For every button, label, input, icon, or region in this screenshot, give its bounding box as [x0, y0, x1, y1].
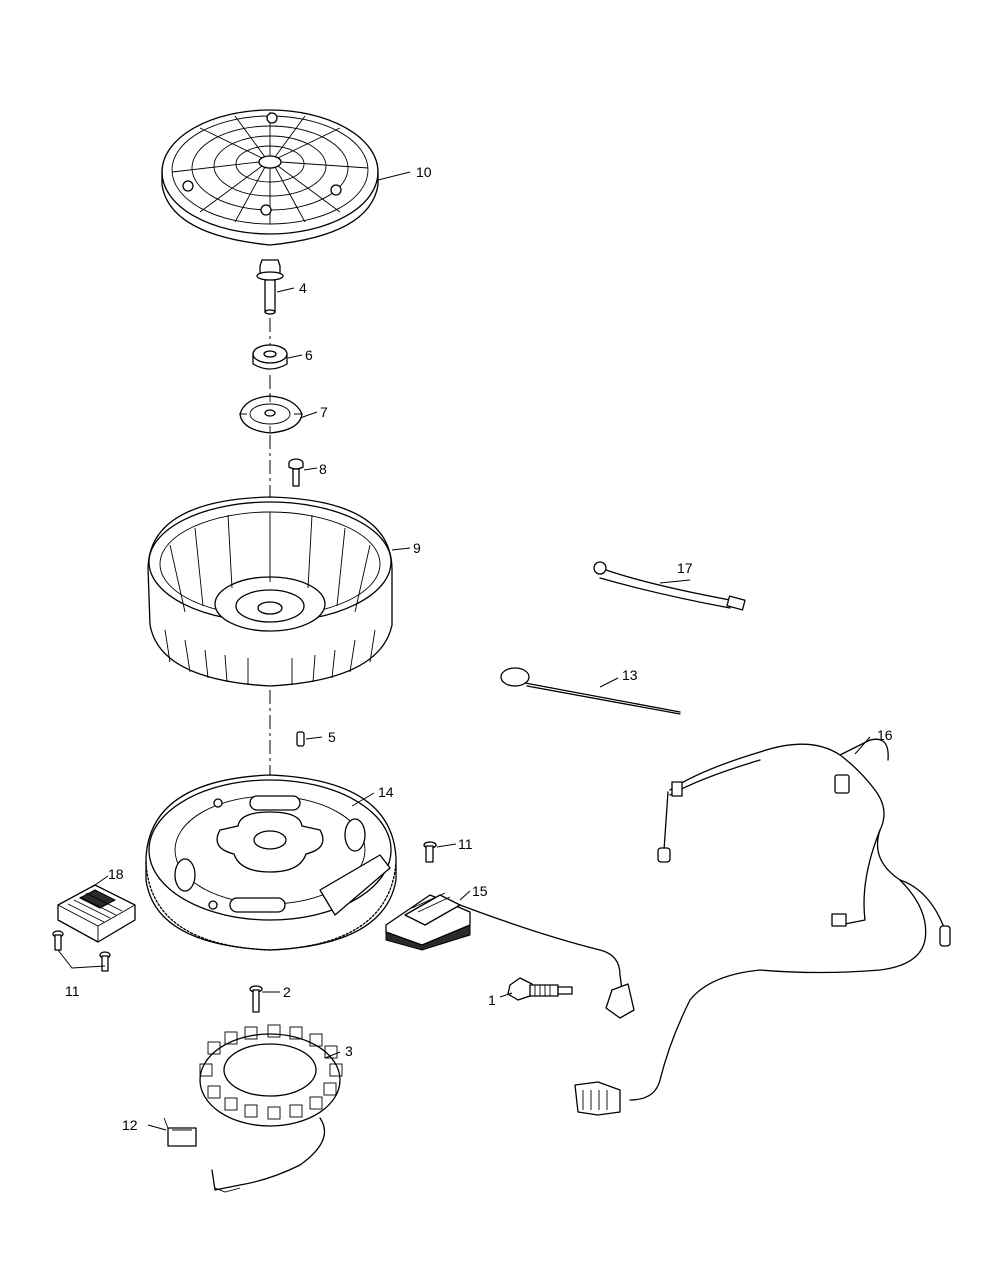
callout-14: 14: [378, 784, 394, 800]
callout-9: 9: [413, 540, 421, 556]
callout-16: 16: [877, 727, 893, 743]
callout-7: 7: [320, 404, 328, 420]
stator: [199, 1024, 343, 1193]
fan-screw: [288, 458, 304, 487]
fan-screen: [161, 109, 379, 246]
wire-clip: [163, 1117, 197, 1147]
callout-12: 12: [122, 1117, 138, 1133]
stator-screw: [249, 985, 263, 1013]
spark-plug: [507, 977, 573, 1001]
callout-4: 4: [299, 280, 307, 296]
bolt: [423, 841, 437, 863]
leader-lines: [57, 171, 871, 1131]
callout-10: 10: [416, 164, 432, 180]
callout-13: 13: [622, 667, 638, 683]
flywheel: [145, 774, 397, 951]
callout-1: 1: [488, 992, 496, 1008]
cooling-fan: [147, 496, 393, 687]
callout-8: 8: [319, 461, 327, 477]
callout-11-lower: 11: [65, 983, 80, 999]
callout-labels: 10 4 6 7 8 9 17 13 5 16 14 11 18 15 11 2…: [65, 164, 893, 1133]
rectifier-regulator: [57, 884, 136, 943]
callout-6: 6: [305, 347, 313, 363]
ignition-module: [385, 892, 635, 1019]
washer: [252, 344, 288, 370]
wire-tie: [500, 667, 681, 715]
callout-3: 3: [345, 1043, 353, 1059]
flywheel-bolt: [256, 259, 284, 315]
flywheel-key: [296, 731, 305, 747]
wiring-harness: [574, 738, 951, 1116]
callout-2: 2: [283, 984, 291, 1000]
fan-retainer: [239, 395, 303, 434]
ground-lead: [593, 561, 746, 611]
callout-18: 18: [108, 866, 124, 882]
callout-17: 17: [677, 560, 693, 576]
bolt: [52, 930, 111, 972]
callout-15: 15: [472, 883, 488, 899]
callout-5: 5: [328, 729, 336, 745]
callout-11-upper: 11: [458, 836, 473, 852]
